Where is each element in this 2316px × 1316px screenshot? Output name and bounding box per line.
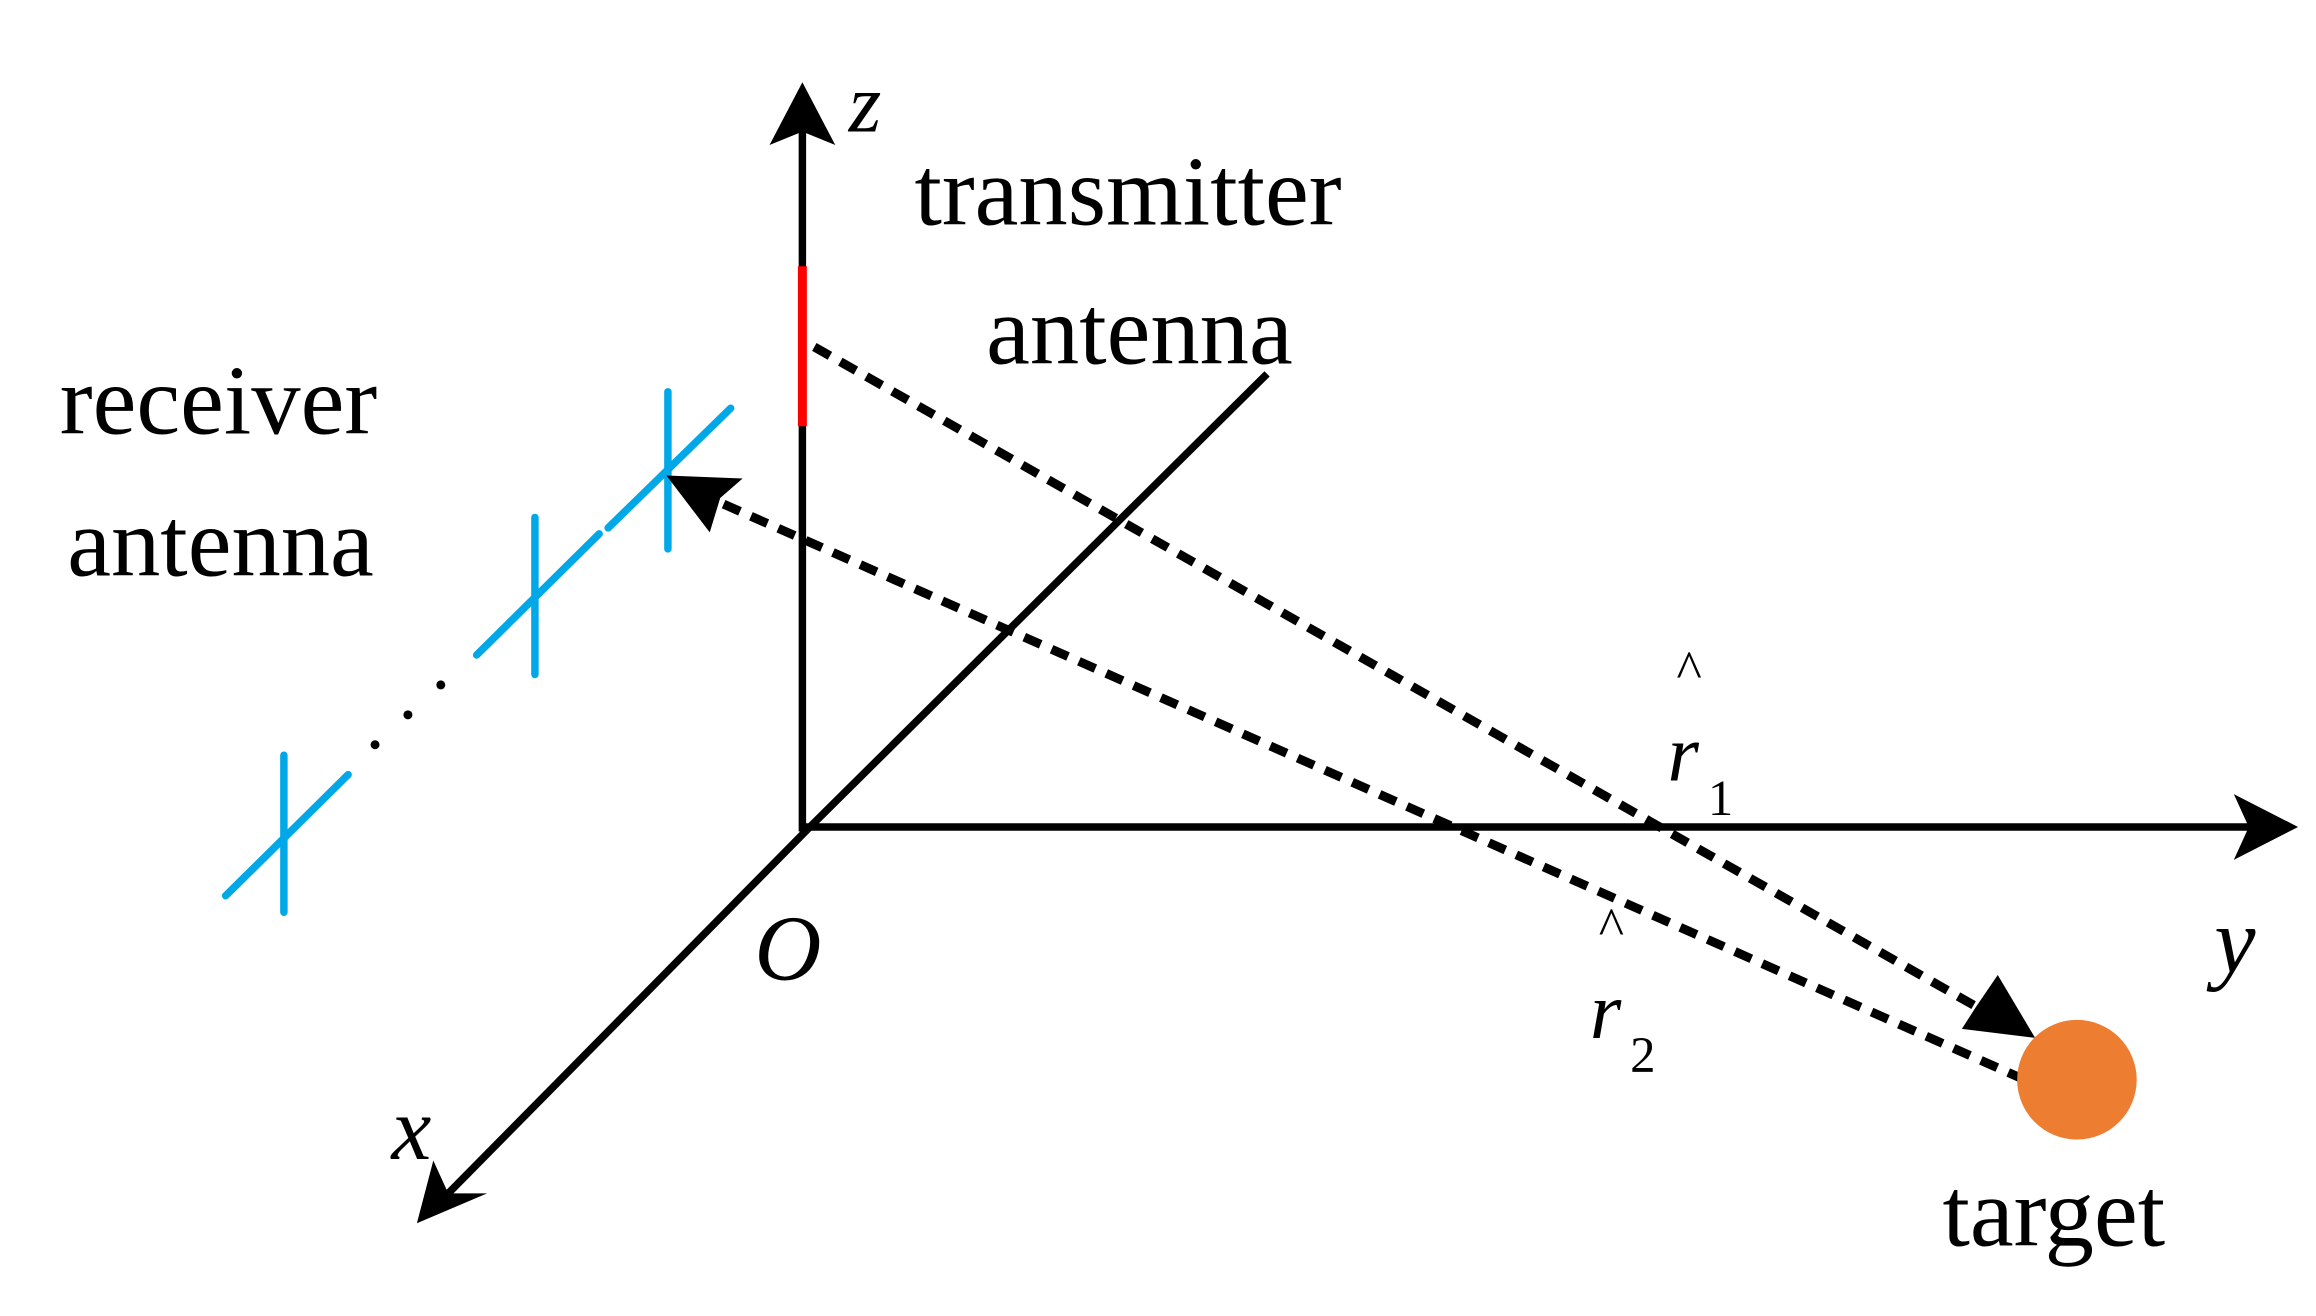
receiver-baseline (604, 404, 735, 532)
x-axis (445, 827, 810, 1196)
r2-label: ^ r 2 (1590, 897, 1656, 1083)
z-axis-label: z (848, 58, 882, 151)
receiver-baseline (221, 770, 352, 900)
r1-subscript: 1 (1708, 770, 1733, 826)
receiver-baseline (472, 530, 603, 659)
ray-r2-dashed (707, 493, 2027, 1084)
r2-symbol: r (1590, 967, 1622, 1056)
transmitter-label-line2: antenna (986, 276, 1293, 385)
z-axis-arrowhead (769, 82, 836, 146)
y-axis-arrowhead (2233, 794, 2299, 860)
axes (416, 82, 2299, 1224)
ellipsis-dots (370, 680, 446, 750)
x-axis-arrowhead (416, 1160, 488, 1224)
y-axis-label: y (2206, 890, 2256, 993)
target-marker (2017, 1019, 2137, 1140)
receiver-label-line2: antenna (67, 489, 374, 598)
r2-hat: ^ (1599, 897, 1624, 957)
ray-r2-arrowhead (666, 475, 743, 533)
target-label: target (1942, 1159, 2165, 1268)
r2-subscript: 2 (1630, 1027, 1655, 1083)
back-diagonal-line (804, 371, 1270, 833)
origin-label: O (755, 897, 822, 1000)
r1-hat: ^ (1676, 640, 1701, 700)
r1-symbol: r (1668, 710, 1700, 799)
transmitter-label: transmitter (914, 137, 1341, 246)
x-axis-label: x (389, 1080, 431, 1179)
r1-label: ^ r 1 (1668, 640, 1734, 826)
receiver-antenna-array (221, 388, 735, 916)
ray-r1-arrowhead (1961, 975, 2036, 1038)
receiver-label: receiver (60, 347, 377, 456)
ray-r1-dashed (812, 343, 2005, 1026)
